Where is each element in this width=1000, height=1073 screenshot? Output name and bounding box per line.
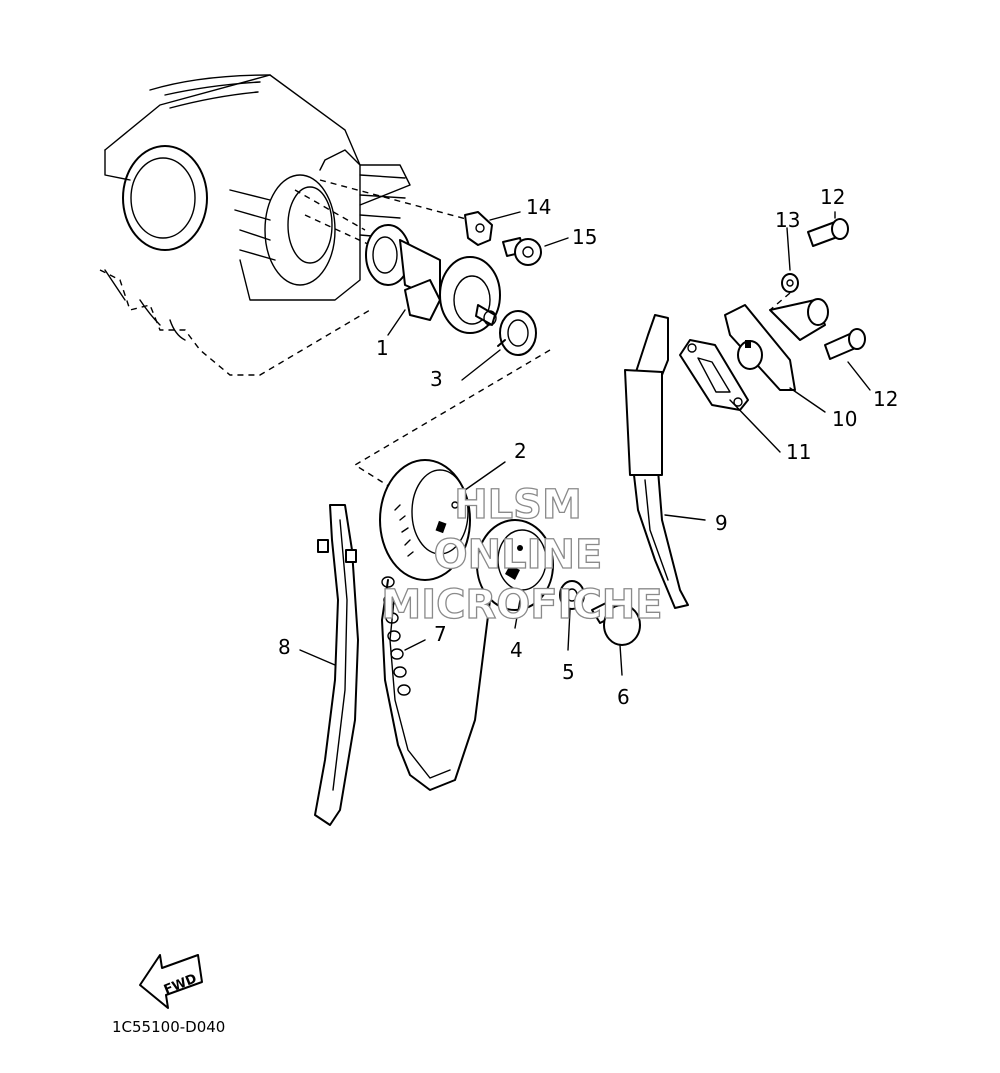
bracket	[464, 211, 493, 246]
callout-labels: 1 2 3 4 5 6 7 8 9 10 11 12 12 13 14 15	[278, 185, 898, 709]
callout-1: 1	[376, 336, 389, 360]
callout-14: 14	[526, 195, 551, 219]
bolt-6	[591, 601, 641, 646]
bolt-15	[502, 237, 542, 266]
callout-11: 11	[786, 440, 811, 464]
watermark: HLSM ONLINE MICROFICHE	[381, 481, 664, 628]
sprocket-plate	[476, 519, 554, 611]
callout-9: 9	[715, 511, 728, 535]
callout-12-lower: 12	[873, 387, 898, 411]
washer	[559, 580, 585, 610]
callout-8: 8	[278, 635, 291, 659]
watermark-line-1: HLSM	[454, 482, 582, 528]
callout-7: 7	[434, 622, 447, 646]
watermark-line-2: ONLINE	[434, 532, 603, 578]
callout-4: 4	[510, 638, 523, 662]
callout-12-upper: 12	[820, 185, 845, 209]
cylinder-head	[99, 74, 471, 376]
callout-2: 2	[514, 439, 527, 463]
callout-10: 10	[832, 407, 857, 431]
cam-sprocket	[379, 459, 471, 581]
bolt-12-lower	[824, 328, 866, 360]
chain-links	[381, 576, 411, 696]
circlip	[497, 310, 537, 356]
callout-5: 5	[562, 660, 575, 684]
washer-13	[781, 273, 799, 293]
chain-guide	[314, 504, 359, 826]
leader-lines	[299, 211, 871, 676]
cam-chain-tensioner	[724, 298, 829, 391]
callout-13: 13	[775, 208, 800, 232]
cam-chain	[381, 576, 491, 791]
callout-3: 3	[430, 367, 443, 391]
reference-line-13	[769, 292, 791, 311]
watermark-line-3: MICROFICHE	[381, 582, 662, 628]
callout-6: 6	[617, 685, 630, 709]
callout-15: 15	[572, 225, 597, 249]
tensioner-guide	[624, 314, 689, 609]
camshaft	[365, 224, 501, 334]
bolt-12-upper	[807, 218, 849, 247]
diagram-code: 1C55100-D040	[112, 1018, 225, 1036]
fwd-arrow: FWD	[139, 954, 203, 1009]
reference-line	[353, 349, 551, 491]
